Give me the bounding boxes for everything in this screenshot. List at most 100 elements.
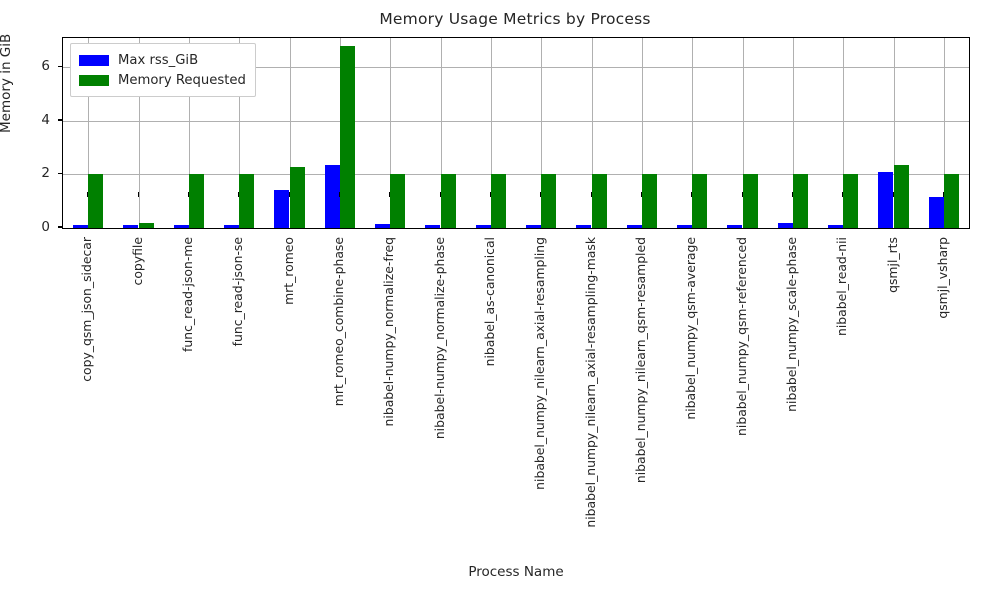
- bar-max-rss: [878, 171, 894, 228]
- gridline-vertical: [239, 38, 240, 228]
- bar-memory-requested: [541, 174, 557, 228]
- bar-max-rss: [677, 225, 693, 228]
- bar-memory-requested: [239, 174, 255, 228]
- legend-item-max-rss: Max rss_GiB: [79, 50, 246, 70]
- x-tick-label: nibabel_as-canonical: [481, 237, 497, 367]
- bar-max-rss: [173, 225, 189, 228]
- y-tick-mark: [57, 226, 62, 228]
- gridline-vertical: [441, 38, 442, 228]
- bar-max-rss: [73, 225, 89, 228]
- legend-item-memory-requested: Memory Requested: [79, 70, 246, 90]
- x-tick-label: nibabel-numpy_normalize-freq: [380, 237, 396, 427]
- bar-memory-requested: [188, 174, 204, 228]
- gridline-vertical: [139, 38, 140, 228]
- gridline-vertical: [793, 38, 794, 228]
- bar-memory-requested: [692, 174, 708, 228]
- x-tick-mark: [943, 192, 945, 197]
- bar-max-rss: [425, 225, 441, 228]
- x-tick-mark: [641, 192, 643, 197]
- x-tick-label: qsmjl_vsharp: [934, 237, 950, 319]
- gridline-vertical: [189, 38, 190, 228]
- bar-memory-requested: [490, 174, 506, 228]
- bar-memory-requested: [138, 222, 154, 228]
- x-tick-mark: [339, 192, 341, 197]
- x-axis-label: Process Name: [468, 564, 564, 580]
- bar-memory-requested: [88, 174, 104, 228]
- bar-memory-requested: [591, 174, 607, 228]
- gridline-vertical: [642, 38, 643, 228]
- gridline-horizontal: [63, 120, 969, 122]
- bar-memory-requested: [641, 174, 657, 228]
- bar-max-rss: [475, 225, 491, 228]
- x-tick-mark: [540, 192, 542, 197]
- legend-label-max-rss: Max rss_GiB: [118, 52, 199, 68]
- y-axis: 0 2 4 6: [41, 37, 970, 235]
- y-tick-label: 6: [41, 58, 50, 75]
- x-tick-mark: [440, 192, 442, 197]
- y-tick-label: 4: [41, 111, 50, 128]
- y-tick-mark: [57, 119, 62, 121]
- gridline-vertical: [290, 38, 291, 228]
- gridline-horizontal: [63, 174, 969, 176]
- bar-memory-requested: [843, 174, 859, 228]
- gridline-vertical: [592, 38, 593, 228]
- chart-title: Memory Usage Metrics by Process: [379, 10, 651, 28]
- bar-max-rss: [828, 225, 844, 228]
- bar-max-rss: [224, 225, 240, 228]
- x-tick-mark: [691, 192, 693, 197]
- gridline-vertical: [894, 38, 895, 228]
- x-tick-mark: [792, 192, 794, 197]
- y-tick-label: 2: [41, 165, 50, 182]
- gridline-vertical: [491, 38, 492, 228]
- gridline-vertical: [843, 38, 844, 228]
- x-tick-label: qsmjl_rts: [884, 237, 900, 293]
- x-tick-mark: [138, 192, 140, 197]
- x-tick-label: mrt_romeo: [280, 237, 296, 305]
- y-tick-mark: [57, 65, 62, 68]
- x-tick-label: nibabel_numpy_nilearn_axial-resampling: [531, 237, 547, 490]
- bar-max-rss: [375, 224, 391, 228]
- bar-memory-requested: [943, 174, 959, 228]
- bar-memory-requested: [792, 174, 808, 228]
- bar-memory-requested: [440, 174, 456, 228]
- bar-memory-requested: [742, 174, 758, 228]
- y-axis-label: Memory in GiB: [0, 33, 14, 133]
- chart-legend: Max rss_GiB Memory Requested: [70, 43, 256, 97]
- gridline-vertical: [88, 38, 89, 228]
- bar-memory-requested: [289, 167, 305, 228]
- x-tick-label: mrt_romeo_combine-phase: [330, 237, 346, 407]
- y-tick-mark: [57, 172, 62, 175]
- x-tick-label: nibabel-numpy_normalize-phase: [431, 237, 447, 440]
- legend-swatch-max-rss: [79, 54, 109, 66]
- x-tick-mark: [842, 192, 844, 197]
- gridline-vertical: [743, 38, 744, 228]
- bar-memory-requested: [390, 174, 406, 228]
- bar-max-rss: [274, 190, 290, 228]
- x-tick-label: func_read-json-se: [229, 237, 245, 347]
- bar-max-rss: [777, 223, 793, 228]
- x-tick-label: nibabel_read-nii: [833, 237, 849, 336]
- x-tick-mark: [893, 192, 895, 197]
- x-tick-label: nibabel_numpy_nilearn_axial-resampling-m…: [582, 237, 598, 528]
- x-tick-label: nibabel_numpy_scale-phase: [783, 237, 799, 412]
- x-tick-label: nibabel_numpy_qsm-average: [682, 237, 698, 420]
- gridline-vertical: [944, 38, 945, 228]
- x-tick-label: func_read-json-me: [179, 237, 195, 352]
- grid-layer: [63, 38, 969, 228]
- x-tick-mark: [188, 192, 190, 197]
- bar-memory-requested: [893, 165, 909, 228]
- x-tick-label: copyfile: [129, 237, 145, 286]
- plot-area: [62, 37, 970, 229]
- y-tick-label: 0: [41, 219, 50, 235]
- x-tick-mark: [87, 192, 89, 197]
- bar-max-rss: [576, 225, 592, 228]
- bar-max-rss: [626, 225, 642, 228]
- legend-swatch-memory-requested: [79, 74, 109, 86]
- x-tick-mark: [238, 192, 240, 197]
- bar-memory-requested: [339, 46, 355, 228]
- x-tick-mark: [389, 192, 391, 197]
- x-tick-mark: [490, 192, 492, 197]
- gridline-vertical: [390, 38, 391, 228]
- bar-max-rss: [324, 165, 340, 228]
